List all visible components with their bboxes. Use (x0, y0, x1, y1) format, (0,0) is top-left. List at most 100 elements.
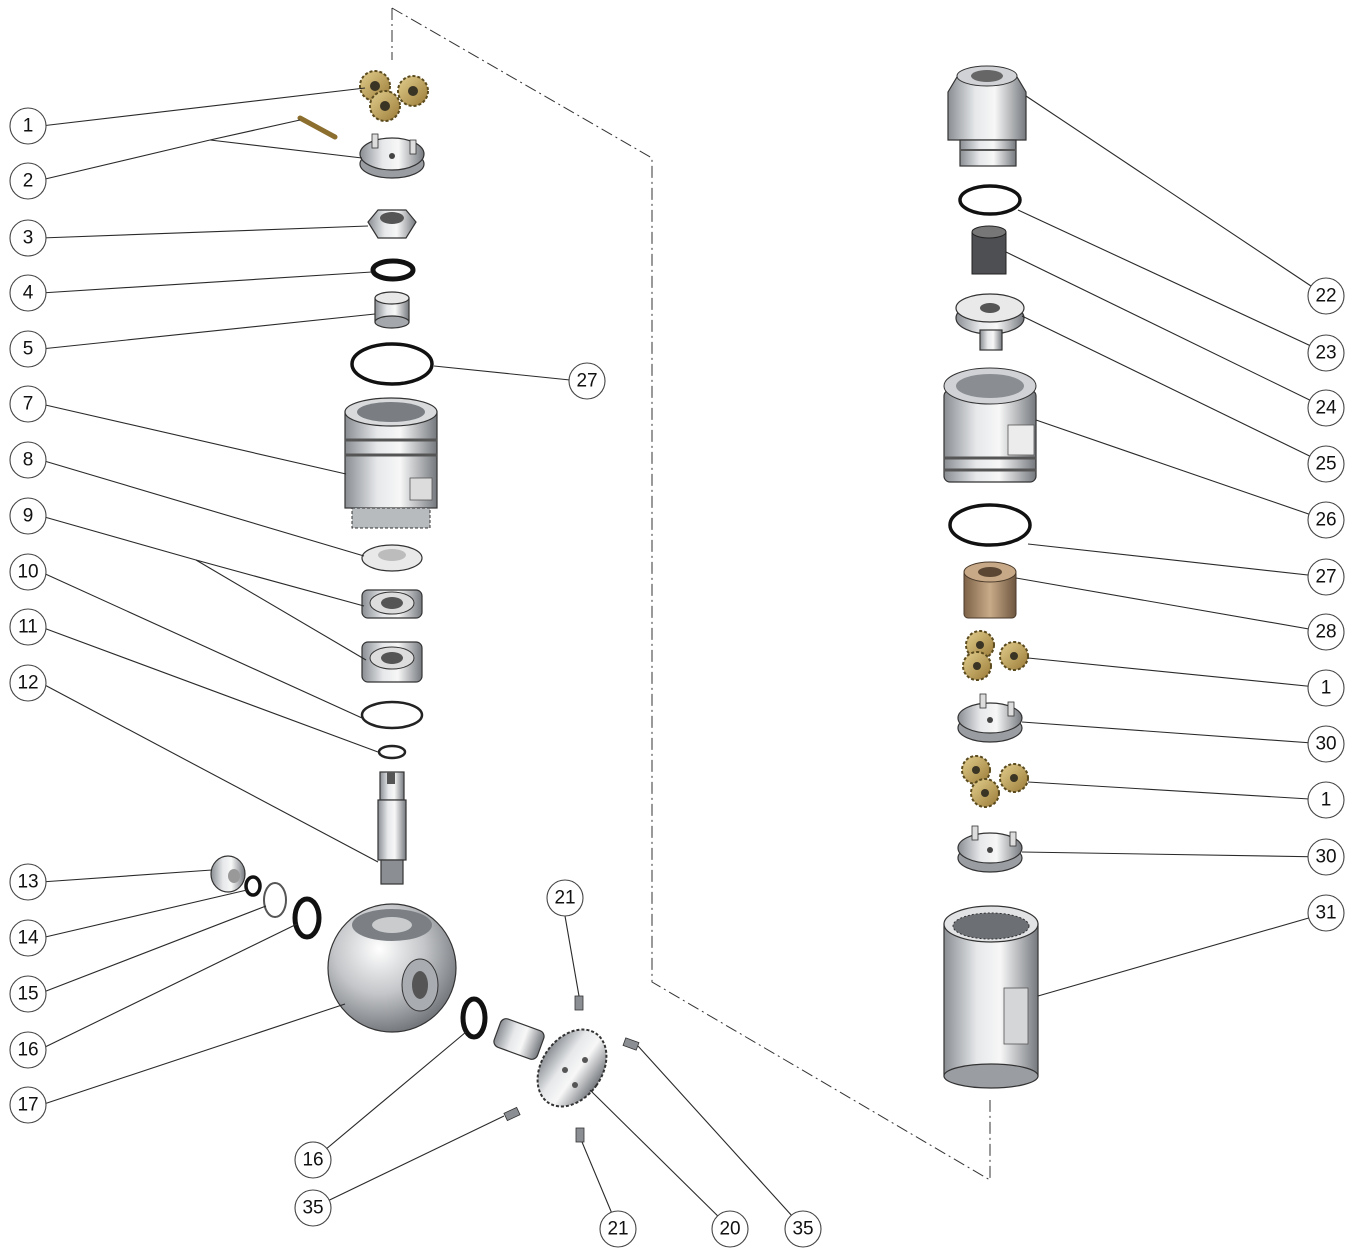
callout-3: 3 (9, 219, 47, 257)
leader-35a (312, 1115, 505, 1209)
callout-30-lower-label: 30 (1315, 847, 1336, 868)
leader-7 (40, 403, 347, 475)
callout-10-label: 10 (17, 562, 38, 583)
callout-14-label: 14 (17, 928, 39, 949)
callout-11: 11 (9, 608, 47, 646)
callout-13-label: 13 (17, 872, 38, 893)
leader-24 (1005, 251, 1327, 409)
leader-9-b (195, 559, 365, 607)
callout-21-bottom: 21 (599, 1210, 637, 1248)
callout-1-right-upper-label: 1 (1321, 678, 1332, 699)
callout-9: 9 (9, 497, 47, 535)
part-4-o-ring (370, 258, 416, 282)
callout-1: 1 (9, 107, 47, 145)
callout-25: 25 (1307, 445, 1345, 483)
leader-13 (40, 869, 213, 883)
leader-11 (40, 626, 379, 753)
part-16-o-ring-left (292, 896, 322, 940)
assembly-axis-line (391, 7, 991, 1181)
callout-35-left-label: 35 (302, 1198, 323, 1219)
part-28-bronze-bushing (963, 561, 1017, 619)
part-8-seal (361, 544, 423, 572)
callout-21-top-label: 21 (554, 888, 575, 909)
part-3-hex-nut (367, 209, 417, 239)
leader-9-c (195, 559, 367, 661)
callout-24-label: 24 (1315, 398, 1337, 419)
part-2-pin-and-carrier (297, 115, 425, 179)
leader-31 (1037, 912, 1327, 997)
callout-1-right-upper: 1 (1307, 669, 1345, 707)
part-16-o-ring-right (460, 996, 488, 1040)
part-5-bushing (374, 291, 410, 329)
leader-1 (40, 87, 366, 127)
leader-27b (1027, 543, 1327, 578)
part-21-set-screw-upper (574, 995, 584, 1011)
leader-26 (1035, 419, 1327, 521)
leader-27a (433, 365, 571, 381)
callout-27-left: 27 (568, 362, 606, 400)
leader-2-c (209, 139, 363, 159)
leader-20 (589, 1089, 731, 1229)
leader-16b (312, 1031, 467, 1161)
callout-12-label: 12 (17, 673, 38, 694)
leader-21a (564, 915, 580, 997)
part-27-o-ring-left (350, 342, 434, 386)
part-9-bearing-upper (361, 589, 423, 619)
callout-20-label: 20 (719, 1219, 740, 1240)
callout-16-left-label: 16 (17, 1040, 38, 1061)
leader-30a (1021, 721, 1327, 745)
callout-28-label: 28 (1315, 622, 1336, 643)
part-10-retaining-ring (360, 700, 424, 730)
callouts: 1 2 3 4 5 27 7 8 9 10 11 12 13 14 15 16 … (9, 107, 1345, 1248)
part-30-carrier-lower (957, 825, 1023, 873)
callout-5-label: 5 (23, 339, 34, 360)
callout-23: 23 (1307, 334, 1345, 372)
callout-10: 10 (9, 553, 47, 591)
leader-17 (40, 1003, 346, 1106)
callout-31: 31 (1307, 894, 1345, 932)
part-21-set-screw-lower (575, 1127, 585, 1143)
callout-27-right-label: 27 (1315, 567, 1336, 588)
callout-5: 5 (9, 330, 47, 368)
callout-1-label: 1 (23, 116, 34, 137)
callout-9-label: 9 (23, 506, 34, 527)
callout-13: 13 (9, 863, 47, 901)
callout-35-right-label: 35 (792, 1219, 813, 1240)
callout-3-label: 3 (23, 228, 34, 249)
part-9-bearing-lower (361, 641, 423, 683)
callout-26-label: 26 (1315, 510, 1336, 531)
leader-2-b (209, 119, 301, 141)
leader-15 (40, 905, 267, 994)
callout-17-label: 17 (17, 1095, 38, 1116)
callout-21-bottom-label: 21 (607, 1219, 628, 1240)
callout-15-label: 15 (17, 984, 38, 1005)
callout-35-right: 35 (784, 1210, 822, 1248)
callout-4: 4 (9, 274, 47, 312)
leader-35b (637, 1045, 804, 1229)
part-35-set-screw-left (503, 1106, 521, 1122)
part-26-housing (943, 367, 1037, 483)
callout-20: 20 (711, 1210, 749, 1248)
part-11-small-ring (377, 744, 407, 760)
callout-22-label: 22 (1315, 286, 1336, 307)
callout-16-bottom-label: 16 (302, 1150, 323, 1171)
leader-1b (1027, 657, 1327, 689)
leader-3 (40, 225, 369, 239)
callout-35-left: 35 (294, 1189, 332, 1227)
callout-12: 12 (9, 664, 47, 702)
callout-8: 8 (9, 441, 47, 479)
leader-4 (40, 271, 373, 294)
callout-14: 14 (9, 919, 47, 957)
part-31-outer-sleeve (943, 905, 1039, 1089)
callout-16-bottom: 16 (294, 1141, 332, 1179)
leader-23 (1017, 209, 1327, 354)
part-23-o-ring (958, 184, 1022, 216)
leader-12 (40, 682, 379, 863)
callout-30-upper: 30 (1307, 725, 1345, 763)
leader-28 (1015, 577, 1327, 633)
part-30-carrier-upper (957, 693, 1023, 743)
callout-7-label: 7 (23, 394, 34, 415)
part-24-filter (971, 225, 1007, 275)
part-1-planet-gears-lower-right (961, 755, 1029, 808)
